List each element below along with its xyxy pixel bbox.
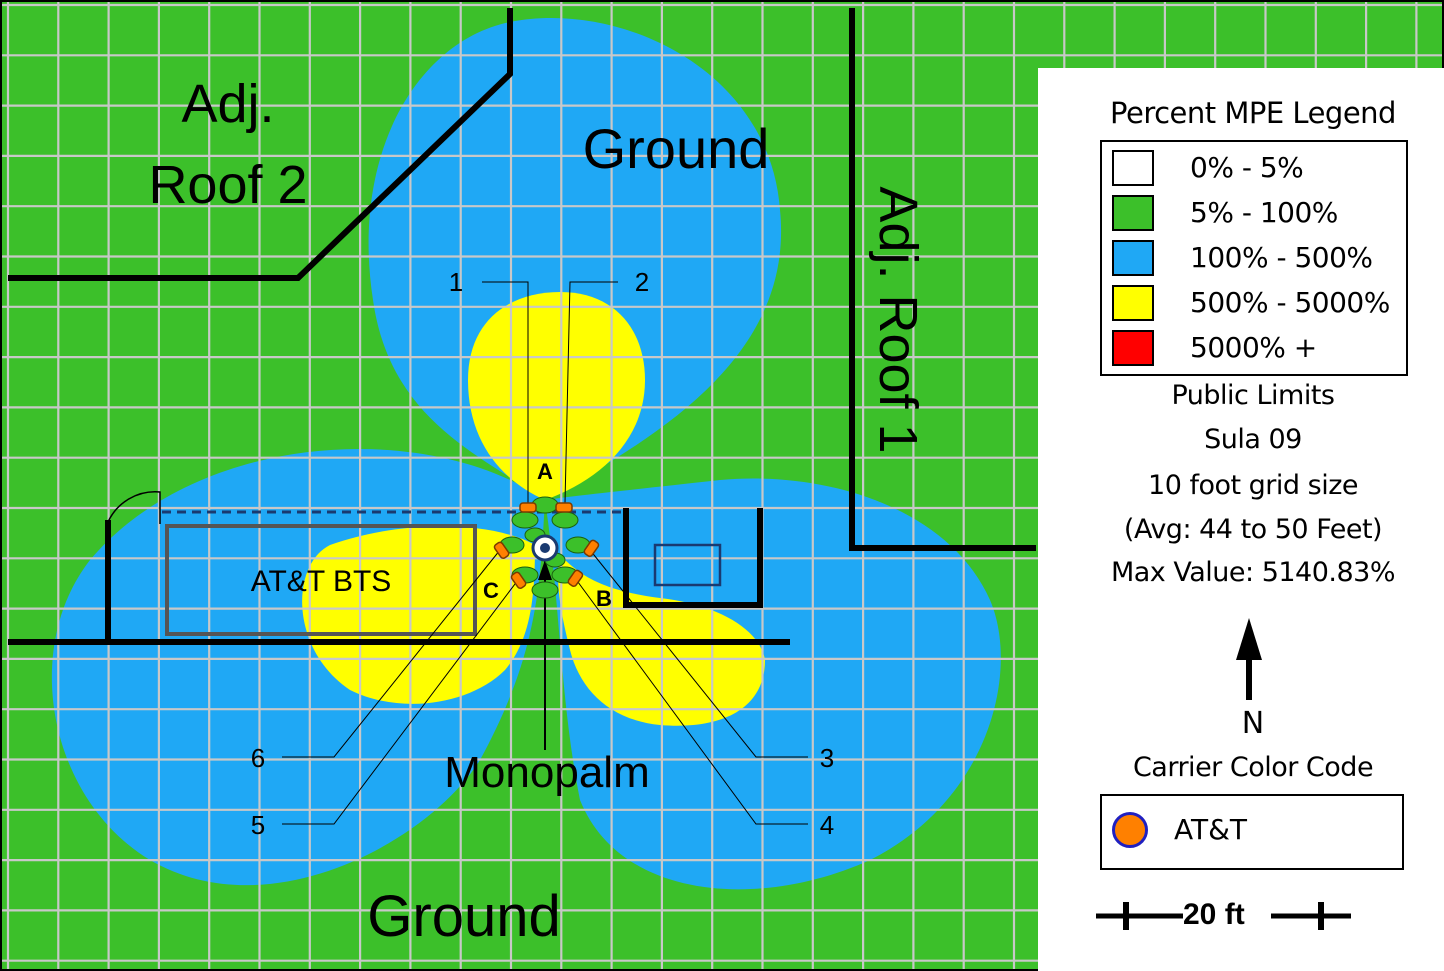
scale-label: 20 ft bbox=[1183, 898, 1245, 931]
legend-label: 5% - 100% bbox=[1190, 196, 1338, 229]
legend-swatch-red bbox=[1112, 330, 1154, 366]
sector-c-label: C bbox=[483, 578, 499, 603]
monopalm-label: Monopalm bbox=[444, 748, 649, 797]
att-carrier-dot-icon bbox=[1112, 812, 1148, 848]
legend-label: 100% - 500% bbox=[1190, 241, 1373, 274]
carrier-legend-box: AT&T bbox=[1100, 794, 1404, 870]
legend-panel: Percent MPE Legend 0% - 5% 5% - 100% 100… bbox=[1038, 68, 1444, 971]
antenna-6 bbox=[493, 541, 510, 559]
frond bbox=[511, 511, 539, 529]
legend-title: Percent MPE Legend bbox=[1110, 96, 1396, 130]
antenna-label-1: 1 bbox=[449, 267, 463, 297]
frond bbox=[531, 581, 559, 599]
info-model: Sula 09 bbox=[1204, 424, 1302, 455]
antenna-label-3: 3 bbox=[820, 743, 834, 773]
antenna-label-2: 2 bbox=[635, 267, 649, 297]
antenna-4 bbox=[567, 569, 584, 587]
callout-line-2 bbox=[564, 281, 618, 504]
callout-line-1 bbox=[482, 281, 529, 503]
legend-row-0-5: 0% - 5% bbox=[1112, 150, 1402, 190]
legend-row-5000-plus: 5000% + bbox=[1112, 330, 1402, 370]
map-labels: Adj. Roof 2 Adj. Roof 1 Ground Ground Mo… bbox=[148, 74, 928, 949]
info-average-height: (Avg: 44 to 50 Feet) bbox=[1123, 514, 1383, 545]
blue-lobe-southeast bbox=[545, 478, 1001, 890]
legend-swatch-blue bbox=[1112, 240, 1154, 276]
callout-line-4 bbox=[574, 577, 808, 825]
ground-label-bottom: Ground bbox=[367, 884, 560, 949]
legend-swatch-green bbox=[1112, 195, 1154, 231]
legend-row-500-5000: 500% - 5000% bbox=[1112, 285, 1402, 325]
antenna-2 bbox=[555, 502, 573, 513]
callout-line-3 bbox=[589, 549, 808, 758]
att-bts-label: AT&T BTS bbox=[251, 565, 392, 598]
monopalm-pole-center bbox=[540, 543, 550, 553]
antenna-3 bbox=[583, 539, 600, 557]
legend-swatch-white bbox=[1112, 150, 1154, 186]
legend-label: 5000% + bbox=[1190, 331, 1317, 364]
equipment-enclosure-right bbox=[623, 508, 763, 608]
scale-bar-icon bbox=[1096, 902, 1351, 930]
info-limits: Public Limits bbox=[1171, 380, 1336, 411]
antenna-1 bbox=[519, 502, 537, 513]
att-bts-cabinet bbox=[165, 524, 477, 636]
yellow-lobe-north bbox=[468, 292, 645, 500]
legend-label: 500% - 5000% bbox=[1190, 286, 1390, 319]
frond bbox=[551, 511, 579, 529]
antenna-callout-lines bbox=[282, 281, 808, 825]
north-arrow-icon bbox=[1236, 618, 1262, 700]
carrier-label: AT&T bbox=[1174, 813, 1248, 846]
adj-roof-1-boundary bbox=[849, 8, 1036, 551]
gate-swing bbox=[107, 491, 161, 524]
callout-line-6 bbox=[282, 549, 501, 758]
adj-roof-2-boundary bbox=[8, 8, 513, 281]
callout-line-5 bbox=[282, 579, 519, 825]
antennas bbox=[493, 502, 600, 589]
mpe-legend-box: 0% - 5% 5% - 100% 100% - 500% 500% - 500… bbox=[1100, 140, 1408, 376]
legend-label: 0% - 5% bbox=[1190, 151, 1304, 184]
equipment-box bbox=[653, 543, 722, 587]
structure-lines bbox=[8, 8, 1036, 645]
legend-row-100-500: 100% - 500% bbox=[1112, 240, 1402, 280]
legend-row-5-100: 5% - 100% bbox=[1112, 195, 1402, 235]
ground-label-top: Ground bbox=[583, 117, 770, 180]
monopalm-pointer-arrowhead bbox=[538, 560, 552, 580]
sector-a-label: A bbox=[537, 459, 553, 484]
sector-b-label: B bbox=[596, 586, 612, 611]
info-max-value: Max Value: 5140.83% bbox=[1110, 557, 1396, 588]
antenna-label-4: 4 bbox=[820, 810, 834, 840]
antenna-label-6: 6 bbox=[251, 743, 265, 773]
antenna-5 bbox=[510, 571, 527, 589]
carrier-color-code-title: Carrier Color Code bbox=[1132, 752, 1374, 783]
legend-swatch-yellow bbox=[1112, 285, 1154, 321]
adj-roof-2-label-line1: Adj. bbox=[181, 74, 274, 134]
north-label: N bbox=[1241, 706, 1265, 741]
adj-roof-1-label: Adj. Roof 1 bbox=[868, 186, 928, 453]
antenna-label-5: 5 bbox=[251, 810, 265, 840]
info-grid-size: 10 foot grid size bbox=[1148, 470, 1358, 501]
adj-roof-2-label-line2: Roof 2 bbox=[148, 155, 307, 215]
